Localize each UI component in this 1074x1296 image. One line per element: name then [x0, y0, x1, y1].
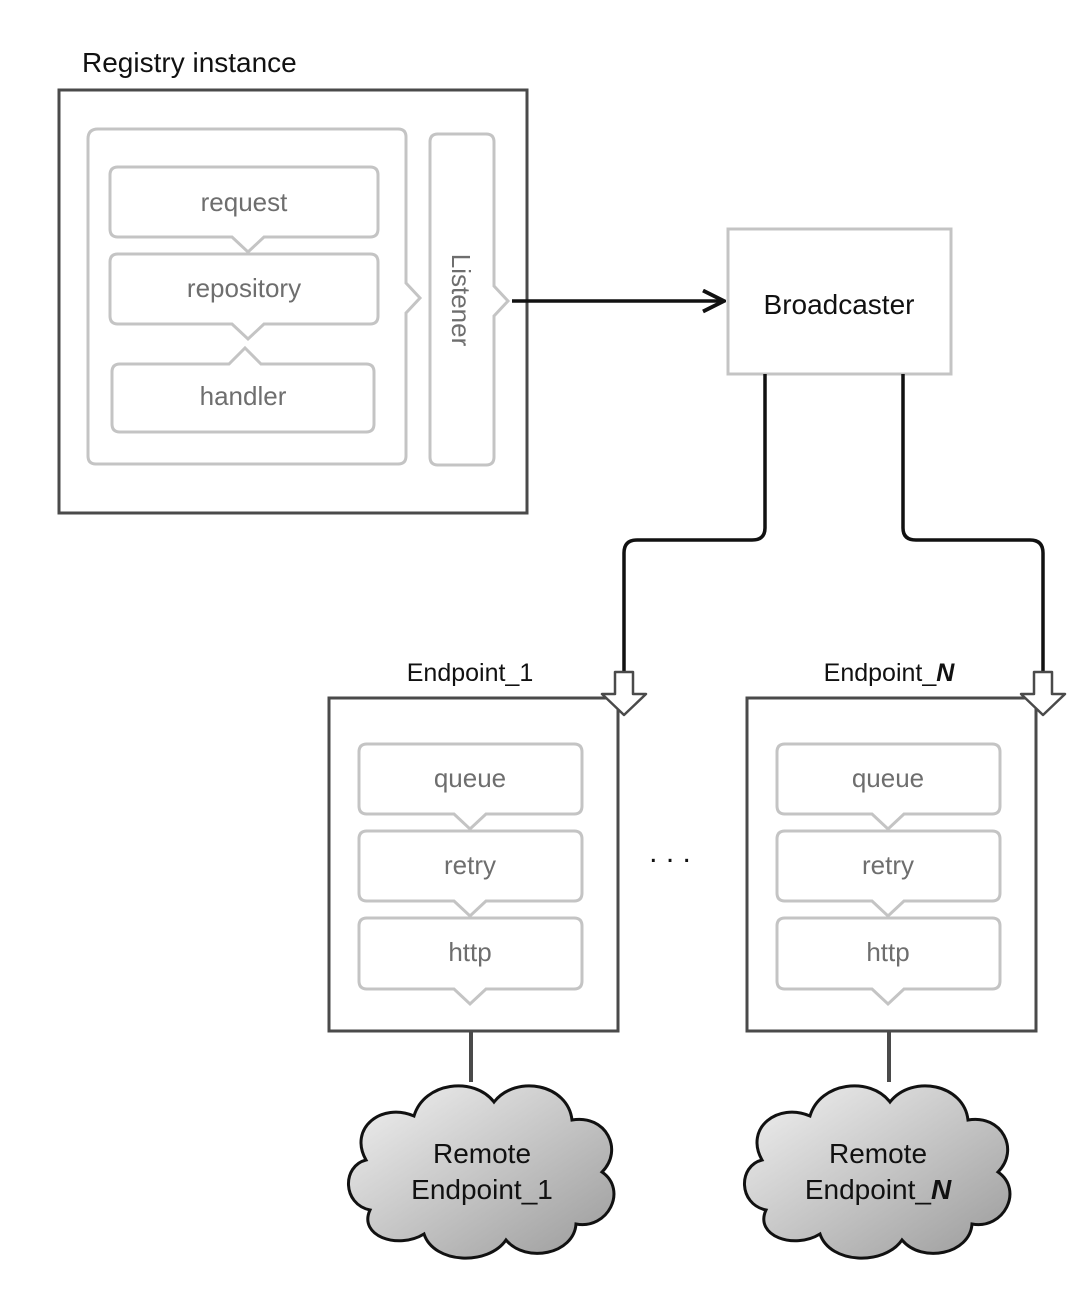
remote-endpoint-n-cloud-icon	[743, 1084, 1012, 1260]
endpoint-1-http-block	[357, 916, 584, 1007]
repository-block	[108, 252, 380, 342]
handler-label: handler	[200, 381, 287, 411]
endpoint-n-queue-label: queue	[852, 763, 924, 793]
remote-endpoint-1: Remote Endpoint_1	[347, 1084, 616, 1260]
endpoint-1-input-arrow-icon	[600, 670, 648, 717]
broadcaster-label: Broadcaster	[764, 289, 915, 320]
endpoint-n-queue-block	[775, 742, 1002, 832]
endpoint-n: Endpoint_N queue retry http	[745, 659, 1067, 1082]
endpoint-1-queue-block	[357, 742, 584, 832]
endpoint-n-input-arrow-icon	[1019, 670, 1067, 717]
endpoint-n-retry-label: retry	[862, 850, 914, 880]
endpoint-n-title: Endpoint_N	[824, 659, 956, 687]
repository-label: repository	[187, 273, 301, 303]
handler-block	[110, 345, 376, 434]
remote-endpoint-n-line1: Remote	[829, 1138, 927, 1169]
request-label: request	[201, 187, 288, 217]
broadcaster: Broadcaster	[726, 227, 953, 376]
listener-label: Listener	[446, 254, 476, 347]
endpoint-1: Endpoint_1 queue retry http	[327, 659, 648, 1082]
broadcaster-to-endpoint-1-connector	[622, 374, 767, 676]
endpoint-1-title: Endpoint_1	[407, 659, 534, 687]
remote-endpoint-1-line2: Endpoint_1	[411, 1174, 553, 1205]
endpoint-1-retry-label: retry	[444, 850, 496, 880]
endpoint-n-http-block	[775, 916, 1002, 1007]
endpoint-1-http-label: http	[448, 937, 491, 967]
endpoint-1-retry-block	[357, 829, 584, 919]
remote-endpoint-1-line1: Remote	[433, 1138, 531, 1169]
endpoint-n-http-label: http	[866, 937, 909, 967]
remote-endpoint-1-cloud-icon	[347, 1084, 616, 1260]
endpoint-1-queue-label: queue	[434, 763, 506, 793]
listener-block	[428, 132, 511, 467]
endpoint-n-retry-block	[775, 829, 1002, 919]
endpoints-ellipsis: . . .	[649, 836, 691, 869]
registry-instance: Registry instance request repository han…	[57, 47, 529, 515]
broadcaster-box	[726, 227, 953, 376]
request-block	[108, 165, 380, 255]
broadcaster-to-endpoint-n-connector	[901, 374, 1045, 676]
remote-endpoint-n-line2: Endpoint_N	[805, 1174, 952, 1205]
remote-endpoint-n: Remote Endpoint_N	[743, 1084, 1012, 1260]
registry-title: Registry instance	[82, 47, 297, 78]
